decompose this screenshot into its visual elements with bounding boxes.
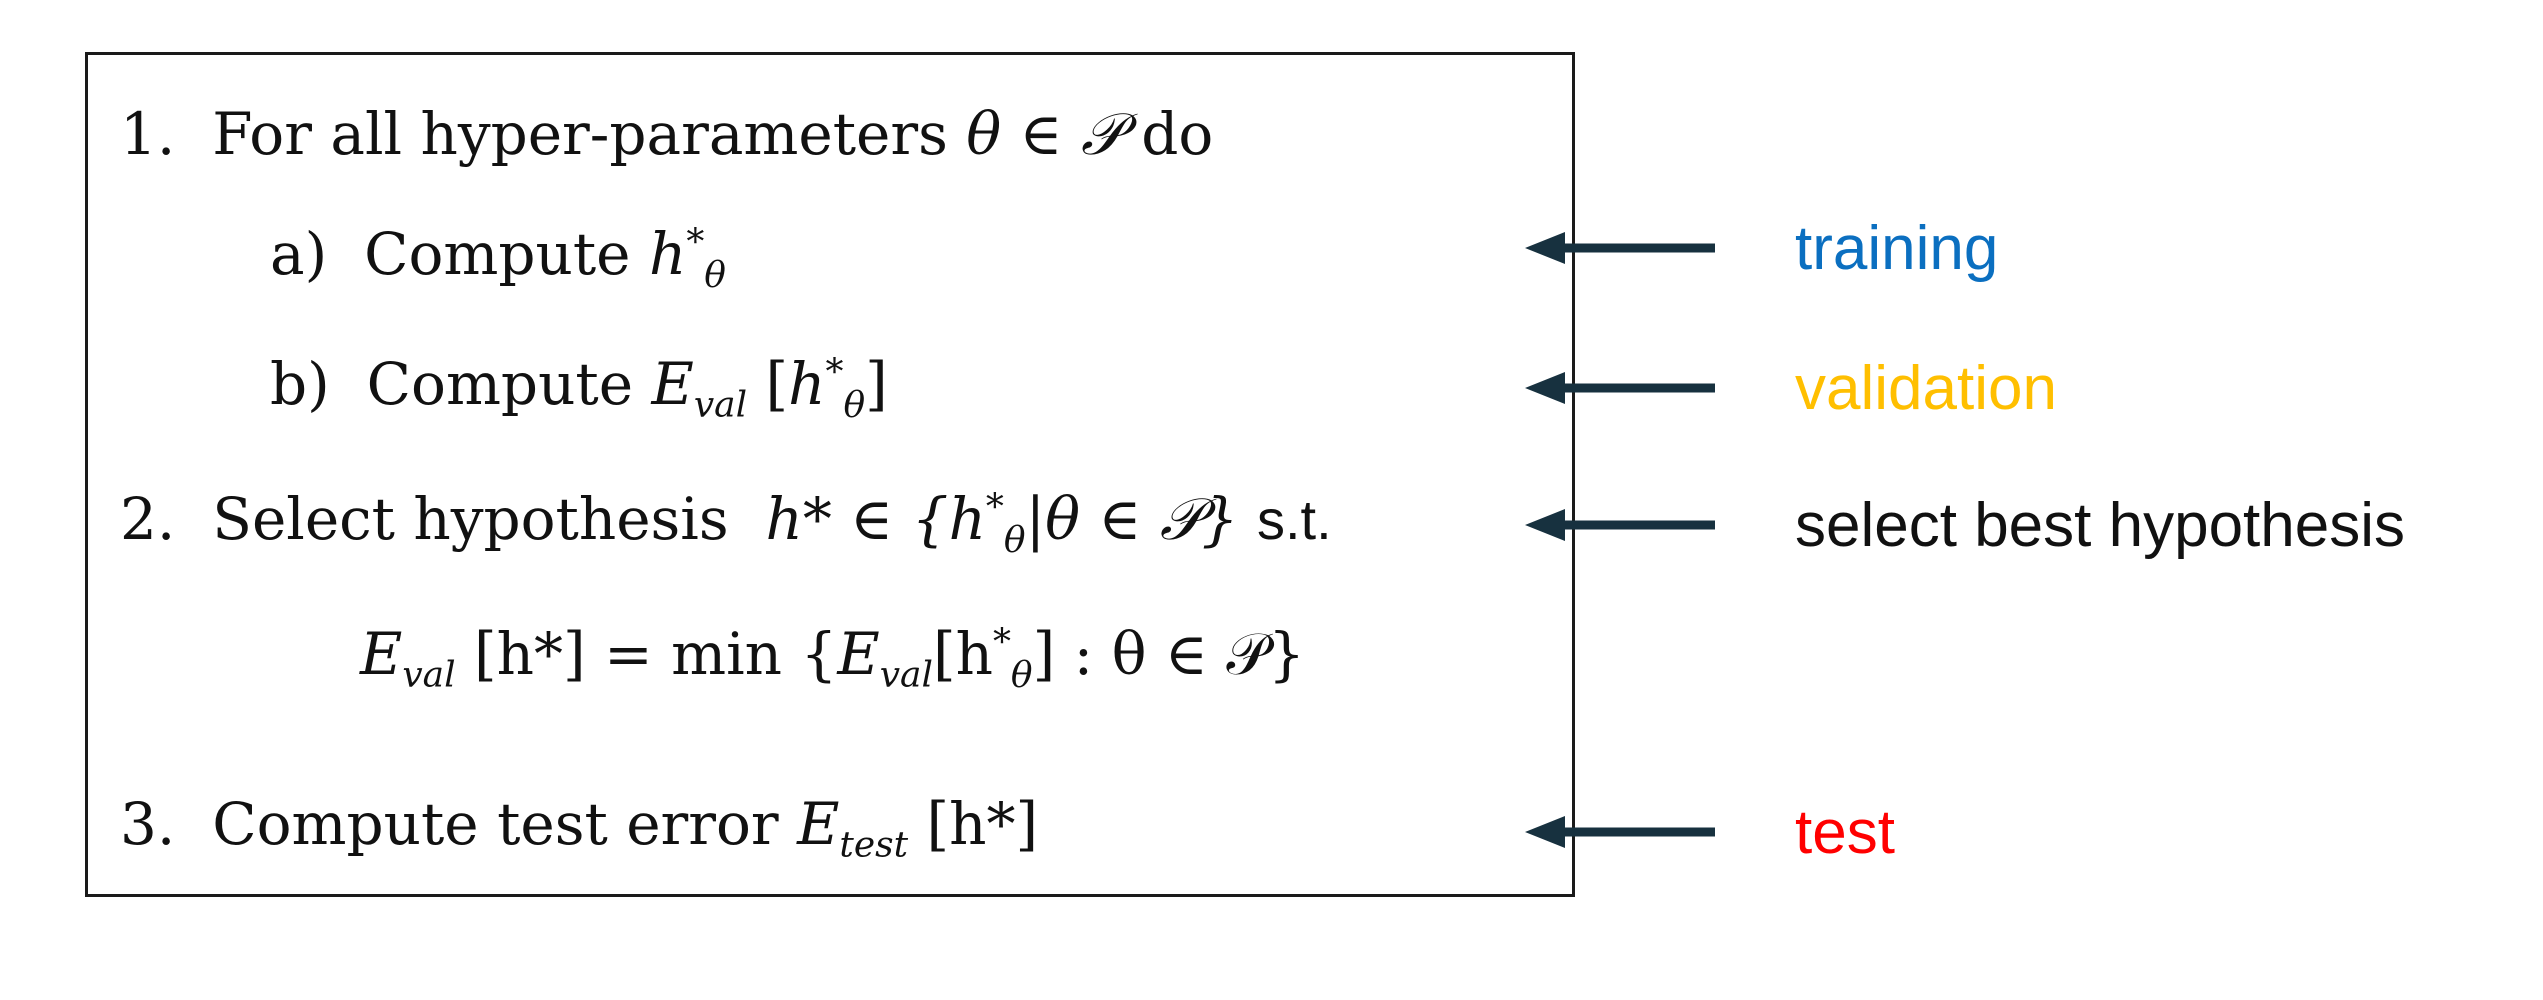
label-validation: validation [1795, 354, 2057, 423]
step-1a: a) Compute h*θ [270, 220, 726, 296]
label-training: training [1795, 214, 1999, 283]
arrow-validation [1525, 372, 1715, 404]
arrow-test [1525, 816, 1715, 848]
step-1: 1. For all hyper-parameters θ ∈ 𝒫 do [120, 100, 1214, 168]
step-2: 2. Select hypothesis h* ∈ {h*θ|θ ∈ 𝒫} s.… [120, 485, 1332, 561]
label-select-best-hypothesis: select best hypothesis [1795, 491, 2406, 560]
step-2-equation: Eval [h*] = min {Eval[h*θ] : θ ∈ 𝒫} [360, 620, 1306, 696]
arrow-select [1525, 509, 1715, 541]
step-3: 3. Compute test error Etest [h*] [120, 790, 1039, 866]
arrow-training [1525, 232, 1715, 264]
label-test: test [1795, 798, 1895, 867]
step-1b: b) Compute Eval [h*θ] [270, 350, 888, 426]
algorithm-box [85, 52, 1575, 897]
